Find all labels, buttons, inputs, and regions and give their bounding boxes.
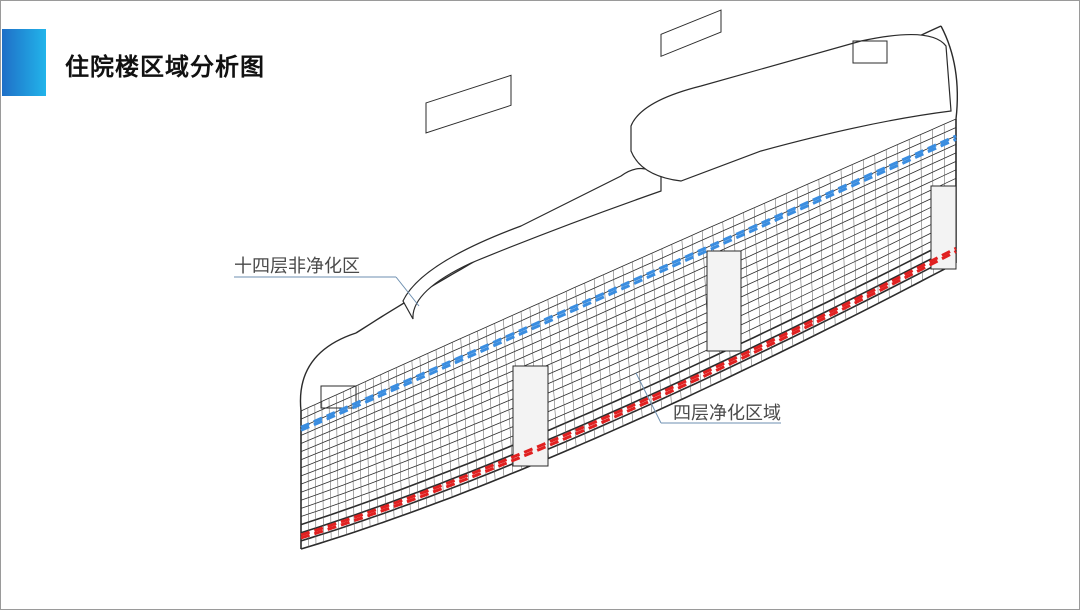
mullion [380,374,387,522]
mullion [468,334,479,488]
mullion [651,253,662,409]
mullion [477,330,487,484]
mullion [427,353,436,504]
zone-label-floor14: 十四层非净化区 [234,256,360,277]
mullion [411,360,419,510]
mullion [897,144,901,293]
slide-title: 住院楼区域分析图 [65,53,265,81]
mullion [632,261,643,418]
mullion [661,248,672,405]
mullion [840,169,847,320]
mullion [388,371,395,519]
mullion [307,407,309,547]
mullion [691,235,702,391]
mullion [314,404,317,545]
zone-line-floor4 [300,246,957,537]
floor-line [300,228,957,517]
middle-roof-block [402,167,662,320]
leader-14-diagonal [395,276,420,307]
zone-lines [300,134,957,540]
mullion [874,154,879,304]
rooftop-equipment [425,74,512,134]
title-accent-bar [2,29,46,96]
mullion [851,164,857,315]
mullion [403,364,411,513]
mullion [435,349,444,501]
upper-roof-block [630,34,952,182]
mullion [365,381,371,527]
mullion [796,188,804,342]
mullion [612,270,624,427]
mullion [785,193,794,347]
mullion [335,394,340,538]
floor-line [300,169,957,461]
floor-line [300,262,957,550]
mullion [775,198,783,352]
mullion [863,159,868,309]
mullion [584,282,595,439]
rooftop-equipment [852,40,888,64]
roof-left-end [299,332,357,412]
mullion [350,388,355,533]
mullion [753,207,763,362]
mullion [452,342,461,494]
mullion [556,295,568,451]
mullion [503,319,514,474]
rooftop-equipment [660,9,722,58]
mullion [328,398,332,540]
mullion [485,327,496,481]
zone-label-floor4: 四层净化区域 [673,403,781,424]
mullion [575,287,586,443]
mullion [920,134,923,281]
mullion [622,266,633,422]
mullion [343,391,347,535]
zone-line-floor4 [300,250,957,540]
hospital-building [299,9,959,550]
mullion [460,338,470,491]
mullion [372,378,379,525]
mullion [908,139,912,287]
mullion [419,356,428,507]
mullion [807,184,815,336]
mullion [603,274,614,431]
zone-line-floor14 [300,134,957,429]
callout-leaders [234,276,781,424]
mullion [395,367,403,516]
floor-line [300,186,957,477]
mullion [885,149,890,298]
roof-right-end [940,25,959,120]
rooftop-equipment [320,385,357,409]
mullion [494,323,505,477]
mullion [671,244,682,400]
mullion [321,401,324,543]
mullion [743,212,752,367]
mullion [357,384,363,530]
mullion [443,345,453,498]
mullion [547,299,559,455]
mullion [565,291,577,447]
leader-4-diagonal [635,372,662,424]
mullion [829,174,836,326]
mullion [681,239,692,396]
mullion [818,179,825,331]
mullion [593,278,605,435]
mullion [641,257,653,414]
zone-line-floor14 [300,137,957,432]
mullion [764,203,773,357]
stair-core [706,250,742,352]
